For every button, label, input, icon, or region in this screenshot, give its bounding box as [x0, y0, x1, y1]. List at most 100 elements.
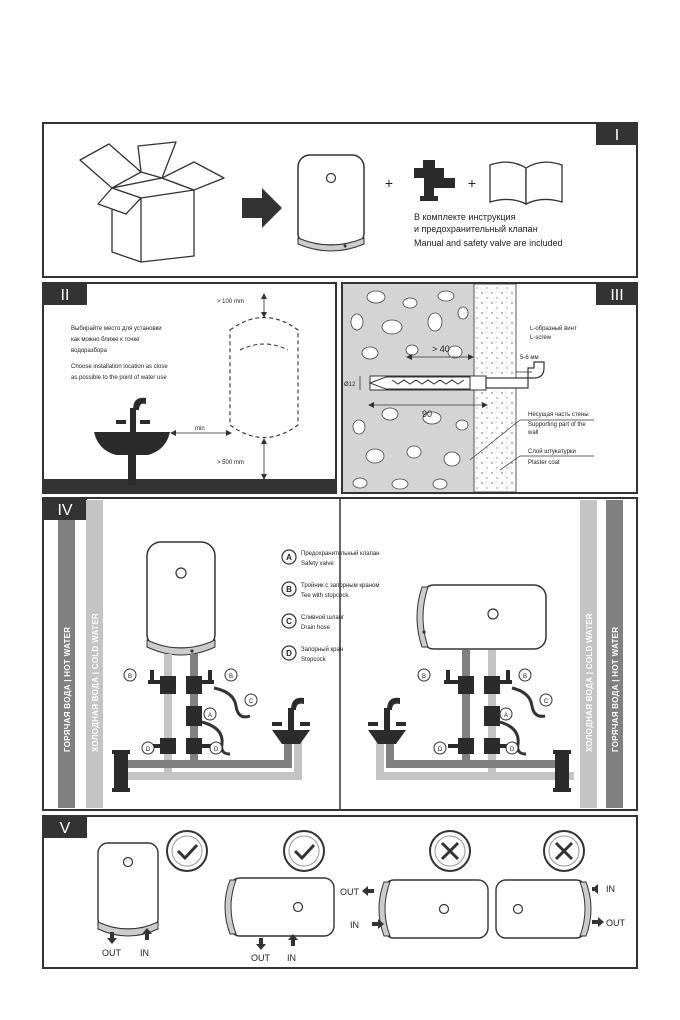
callout-b: B — [128, 674, 132, 680]
safety-valve-icon — [414, 160, 455, 201]
legend-c-en: Drain hose — [301, 625, 331, 631]
heater-option-1: OUT IN — [97, 842, 159, 958]
callout-a: A — [504, 713, 508, 719]
hole-diameter: Ø12 — [344, 382, 356, 388]
legend-a-en: Safety valve — [301, 561, 334, 567]
svg-text:+: + — [468, 175, 476, 191]
cold-pipe-right — [580, 500, 597, 808]
section-1-number: I — [615, 127, 619, 144]
right-fittings — [444, 670, 571, 792]
drill-depth: > 40 — [432, 344, 450, 354]
location-ru-line1: Выбирайте место для установки — [71, 325, 162, 332]
faucet-icon-left — [272, 697, 310, 744]
callout-b: B — [422, 674, 426, 680]
cold-pipe-left — [86, 500, 103, 808]
callout-d: D — [438, 747, 443, 753]
legend-d-letter: D — [286, 649, 292, 658]
legend-d-ru: Запорный кран — [301, 646, 343, 653]
dowel-length: 90 — [422, 409, 432, 419]
sink-icon — [94, 397, 170, 485]
location-en-line1: Choose installation location as close — [71, 364, 168, 370]
legend-b-letter: B — [286, 585, 292, 594]
section-4: IV ГОРЯЧАЯ ВОДА | HOT WATER ХОЛОДНАЯ ВОД… — [42, 497, 638, 811]
cross-icon — [543, 830, 585, 872]
plaster-ru: Слой штукатурки — [528, 448, 576, 455]
callout-b: B — [229, 674, 233, 680]
drain-hose-right — [511, 686, 546, 718]
check-icon — [283, 830, 325, 872]
l-screw-icon — [485, 361, 545, 389]
wall-en1: Supporting part of the — [528, 422, 586, 428]
callout-d: D — [510, 747, 515, 753]
legend-b-en: Tee with stopcock — [301, 593, 349, 599]
box-icon — [79, 141, 225, 263]
screw-ru: L-образный винт — [530, 325, 577, 332]
section-5: V OUT IN OUT IN — [42, 815, 638, 969]
section-3: III > 40 90 Ø12 5-6 мм L-образный винт L… — [341, 282, 638, 494]
stone-texture — [350, 290, 469, 490]
kit-en-line: Manual and safety valve are included — [414, 238, 563, 248]
section-3-number: III — [610, 287, 623, 304]
drain-hose-left — [213, 686, 251, 719]
hot-water-label-left: ГОРЯЧАЯ ВОДА | HOT WATER — [63, 627, 72, 752]
legend-d-en: Stopcock — [301, 657, 327, 663]
top-clearance: > 100 mm — [217, 299, 244, 305]
heater-option-2: OUT IN — [224, 877, 335, 963]
callout-d: D — [214, 747, 219, 753]
section-5-number: V — [60, 820, 71, 837]
location-en-line2: as possible to the point of water use — [71, 375, 167, 381]
out-label-4: OUT — [606, 918, 626, 928]
wall-ru: Несущая часть стены — [528, 412, 589, 418]
location-ru-line2: как можно ближе к точке — [71, 337, 140, 343]
legend-c-letter: C — [286, 617, 292, 626]
out-label-1: OUT — [102, 948, 122, 958]
faucet-icon-right — [368, 697, 406, 744]
callout-c: C — [544, 699, 549, 705]
plaster-en: Plaster coat — [528, 460, 560, 466]
in-label-4: IN — [606, 884, 615, 894]
min-distance: min — [195, 426, 205, 432]
horizontal-heater-icon — [416, 584, 547, 650]
water-heater-icon — [297, 154, 365, 252]
wall-en2: wall — [527, 430, 538, 436]
svg-text:+: + — [385, 175, 393, 191]
section-2: II Выбирайте место для установки как мож… — [42, 282, 337, 494]
hot-pipe-left — [58, 520, 75, 808]
legend-a-letter: A — [286, 553, 292, 562]
kit-ru-line1: В комплекте инструкция — [414, 212, 516, 222]
hot-pipe-right — [606, 500, 623, 808]
callout-b: B — [523, 674, 527, 680]
bottom-clearance: > 500 mm — [217, 460, 244, 466]
in-label-3: IN — [350, 920, 359, 930]
manual-book-icon — [489, 161, 563, 206]
out-label-3: OUT — [340, 887, 360, 897]
heater-option-4: IN OUT — [495, 879, 626, 939]
section-4-number: IV — [57, 502, 72, 519]
in-label-2: IN — [287, 953, 296, 963]
cold-water-label-left: ХОЛОДНАЯ ВОДА | COLD WATER — [91, 613, 100, 752]
callout-d: D — [146, 747, 151, 753]
dowel-icon — [368, 376, 471, 390]
legend-c-ru: Сливной шланг — [301, 614, 345, 621]
arrow-right-icon — [242, 188, 282, 228]
left-fittings — [112, 670, 214, 792]
screw-gap: 5-6 мм — [520, 355, 539, 361]
legend-b-ru: Тройник с запорным краном — [301, 582, 379, 589]
section-2-number: II — [61, 287, 70, 304]
in-label-1: IN — [140, 948, 149, 958]
cross-icon — [429, 830, 471, 872]
location-ru-line3: водоразбора — [71, 348, 108, 354]
section-1: I + + — [42, 122, 638, 278]
legend: A Предохранительный клапан Safety valve … — [281, 549, 379, 663]
callout-a: A — [208, 713, 212, 719]
screw-en: L-screw — [530, 335, 552, 341]
out-label-2: OUT — [251, 953, 271, 963]
callout-c: C — [249, 699, 254, 705]
heater-outline — [229, 317, 299, 438]
check-icon — [166, 830, 208, 872]
vertical-heater-icon — [146, 541, 216, 656]
cold-water-label-right: ХОЛОДНАЯ ВОДА | COLD WATER — [585, 613, 594, 752]
legend-a-ru: Предохранительный клапан — [301, 550, 379, 557]
hot-water-label-right: ГОРЯЧАЯ ВОДА | HOT WATER — [611, 627, 620, 752]
